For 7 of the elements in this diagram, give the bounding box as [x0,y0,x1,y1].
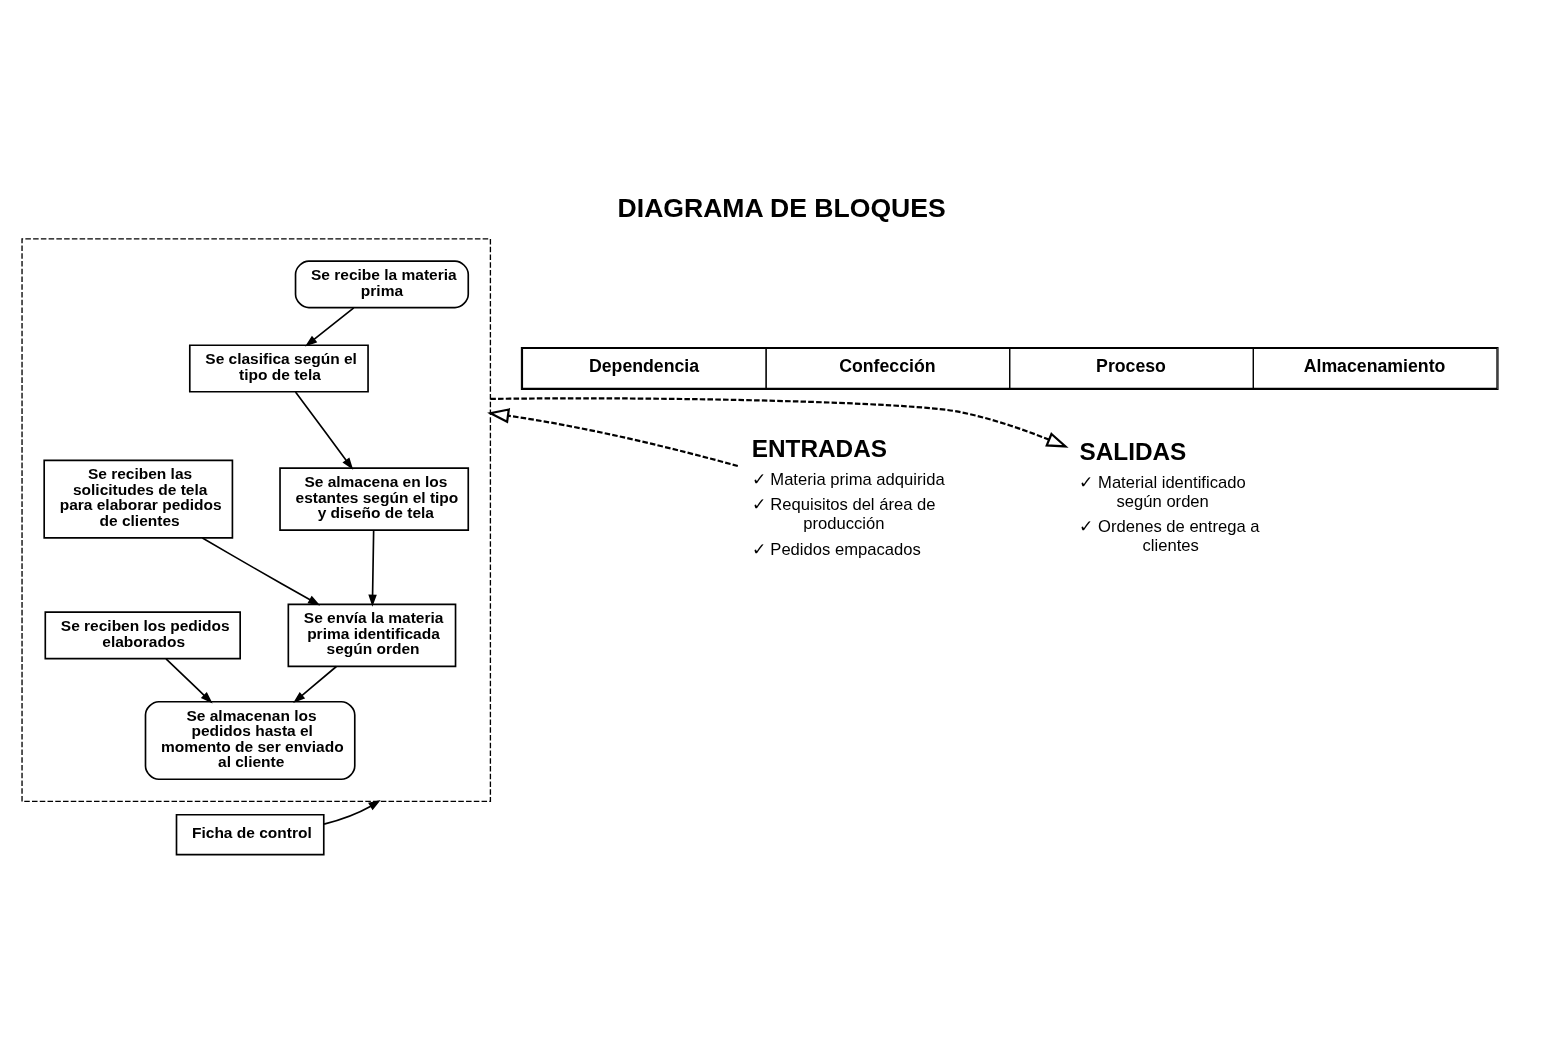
diagram-title: DIAGRAMA DE BLOQUES [617,193,946,224]
node-text: SALIDAS ✓ Material identificado según orden ✓ Ordenes de entrega a clientes [1079,437,1260,556]
label: Almacenamiento [1303,355,1446,376]
label: Proceso [1096,355,1166,376]
label: Confección [839,355,936,376]
node-text: ENTRADAS ✓ Materia prima adquirida ✓ Requisitos del área de producción ✓ Pedidos empacados [751,434,945,559]
label: Dependencia [588,355,700,376]
